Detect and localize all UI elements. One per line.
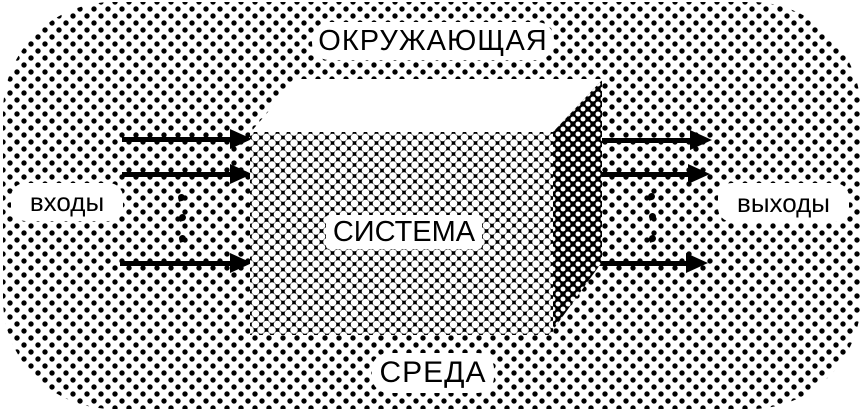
system-label: СИСТЕМА	[326, 215, 482, 249]
system-label-text: СИСТЕМА	[332, 215, 476, 248]
arrow-shaft	[120, 260, 234, 266]
arrow-shaft	[588, 171, 692, 177]
arrow-shaft	[122, 171, 234, 177]
arrow-head-icon	[688, 164, 710, 184]
arrow-head-icon	[230, 164, 252, 184]
arrow-head-icon	[230, 253, 252, 273]
inputs-label-text: входы	[29, 187, 105, 217]
environment-label-top-text: ОКРУЖАЮЩАЯ	[318, 24, 548, 57]
environment-label-top: ОКРУЖАЮЩАЯ	[312, 22, 554, 60]
environment-label-bottom-text: СРЕДА	[379, 356, 487, 389]
output-arrow-2	[588, 164, 710, 184]
arrow-shaft	[586, 260, 690, 266]
system-box-front-face	[250, 132, 553, 335]
arrow-shaft	[122, 136, 234, 142]
output-arrow-3	[586, 253, 708, 273]
input-arrow-3	[120, 253, 252, 273]
input-arrow-1	[122, 129, 252, 149]
outputs-label: выходы	[718, 183, 849, 222]
environment-label-bottom: СРЕДА	[372, 353, 494, 393]
inputs-label: входы	[11, 183, 123, 221]
input-arrow-2	[122, 164, 252, 184]
output-arrow-1	[588, 130, 712, 150]
arrow-shaft	[588, 137, 694, 143]
arrow-head-icon	[230, 129, 252, 149]
arrow-head-icon	[686, 253, 708, 273]
outputs-label-text: выходы	[737, 187, 830, 218]
arrow-head-icon	[690, 130, 712, 150]
system-box-top-face	[250, 79, 602, 133]
